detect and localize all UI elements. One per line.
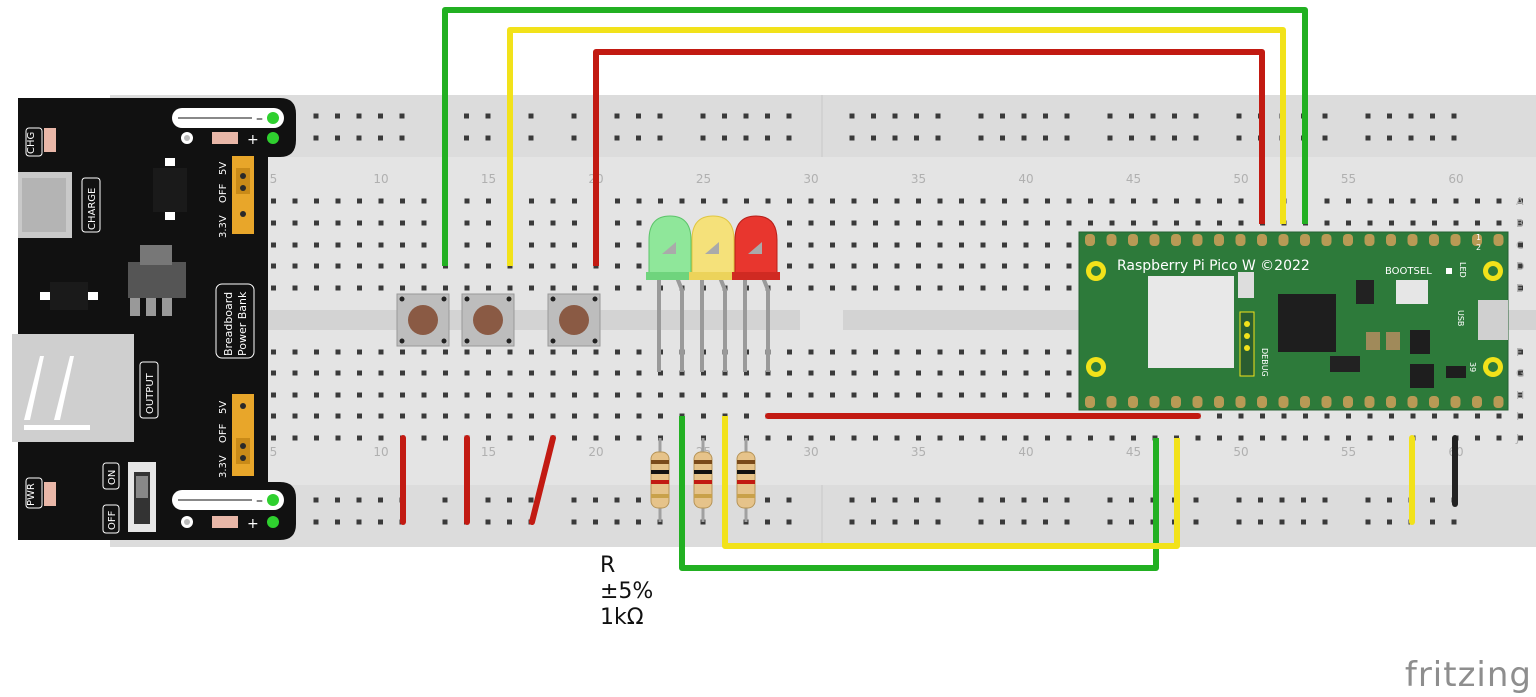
column-number-10-top: 10 — [373, 172, 388, 186]
column-number-5-top: 5 — [270, 172, 278, 186]
bottom-rail-plus: + — [247, 516, 259, 532]
column-number-30-top: 30 — [803, 172, 818, 186]
charge-label: CHARGE — [87, 188, 98, 230]
top-rail-minus: – — [256, 111, 263, 127]
bottom-rail-minus: – — [256, 493, 263, 509]
row-letter-I: I — [1516, 410, 1519, 423]
resistor-3 — [736, 438, 756, 522]
resistor-2 — [693, 438, 713, 522]
column-number-55-bottom: 55 — [1341, 445, 1356, 459]
led-label: LED — [1458, 262, 1467, 278]
column-number-35-top: 35 — [911, 172, 926, 186]
pushbutton-2[interactable] — [461, 293, 515, 347]
debug-label: DEBUG — [1260, 348, 1269, 377]
led-red — [732, 215, 780, 372]
column-number-35-bottom: 35 — [911, 445, 926, 459]
top-5v-label: 5V — [218, 162, 229, 175]
usb-label: USB — [1456, 310, 1465, 326]
row-letter-D: D — [1516, 260, 1524, 273]
row-letter-A: A — [1516, 195, 1524, 208]
column-number-45-bottom: 45 — [1126, 445, 1141, 459]
column-number-30-bottom: 30 — [803, 445, 818, 459]
wires — [400, 7, 1458, 571]
module-name-line2: Power Bank — [236, 291, 249, 356]
red-wire-top — [593, 49, 1265, 266]
fritzing-logo: fritzing — [1404, 655, 1532, 695]
breadboard-power-module: CHG CHARGE OUTPUT PWR ON OFF Breadboard … — [12, 98, 296, 540]
off-label: OFF — [107, 510, 118, 530]
column-number-15-bottom: 15 — [481, 445, 496, 459]
bootsel-label: BOOTSEL — [1385, 266, 1432, 277]
yellow-wire-top — [507, 27, 1286, 266]
resistor-1 — [650, 438, 670, 522]
top-off-label: OFF — [218, 183, 229, 203]
row-letter-E: E — [1516, 282, 1523, 295]
row-letter-F: F — [1516, 346, 1522, 359]
pin-2-label: 2 — [1476, 243, 1481, 252]
resistor-label-name: R — [600, 553, 616, 578]
row-letter-H: H — [1516, 389, 1524, 402]
column-number-40-bottom: 40 — [1018, 445, 1033, 459]
resistor-label: R ±5% 1kΩ — [600, 553, 653, 631]
column-number-55-top: 55 — [1341, 172, 1356, 186]
column-number-25-top: 25 — [696, 172, 711, 186]
resistor-label-value: 1kΩ — [600, 605, 644, 630]
module-name-line1: Breadboard — [222, 292, 235, 356]
green-wire-bottom — [679, 416, 1159, 571]
bottom-power-rail — [110, 485, 1536, 547]
column-number-40-top: 40 — [1018, 172, 1033, 186]
row-letter-J: J — [1515, 432, 1519, 445]
raspberry-pi-pico-w: Raspberry Pi Pico W ©2022 DEBUG BOOTSEL … — [1078, 231, 1509, 411]
center-channel-left — [268, 310, 800, 330]
column-number-15-top: 15 — [481, 172, 496, 186]
bottom-33v-label: 3.3V — [218, 455, 229, 478]
chg-label: CHG — [26, 132, 37, 154]
pin-1-label: 1 — [1476, 233, 1481, 242]
voltage-jumper-top[interactable] — [232, 156, 254, 234]
column-number-50-bottom: 50 — [1233, 445, 1248, 459]
row-letter-G: G — [1516, 367, 1525, 380]
yellow-wire-bottom — [722, 416, 1180, 549]
column-number-20-bottom: 20 — [588, 445, 603, 459]
column-number-10-bottom: 10 — [373, 445, 388, 459]
on-label: ON — [107, 470, 118, 485]
column-number-50-top: 50 — [1233, 172, 1248, 186]
pwr-label: PWR — [26, 483, 37, 506]
column-number-45-top: 45 — [1126, 172, 1141, 186]
pin-39-label: 39 — [1468, 362, 1477, 372]
green-wire-top — [442, 7, 1308, 266]
top-33v-label: 3.3V — [218, 215, 229, 238]
led-yellow — [689, 215, 737, 372]
top-rail-plus: + — [247, 132, 259, 148]
bootsel-button[interactable] — [1396, 280, 1428, 304]
pico-title: Raspberry Pi Pico W ©2022 — [1117, 258, 1310, 274]
resistor-label-tolerance: ±5% — [600, 579, 654, 604]
top-power-rail — [110, 95, 1536, 157]
row-letter-C: C — [1516, 239, 1524, 252]
pushbutton-3[interactable] — [547, 293, 601, 347]
pushbutton-1[interactable] — [396, 293, 450, 347]
column-number-5-bottom: 5 — [270, 445, 278, 459]
row-letter-B: B — [1516, 217, 1524, 230]
column-number-60-top: 60 — [1448, 172, 1463, 186]
output-label: OUTPUT — [145, 372, 156, 414]
bottom-off-label: OFF — [218, 423, 229, 443]
bottom-5v-label: 5V — [218, 401, 229, 414]
led-green — [646, 215, 694, 372]
red-jumper-3 — [529, 435, 556, 525]
